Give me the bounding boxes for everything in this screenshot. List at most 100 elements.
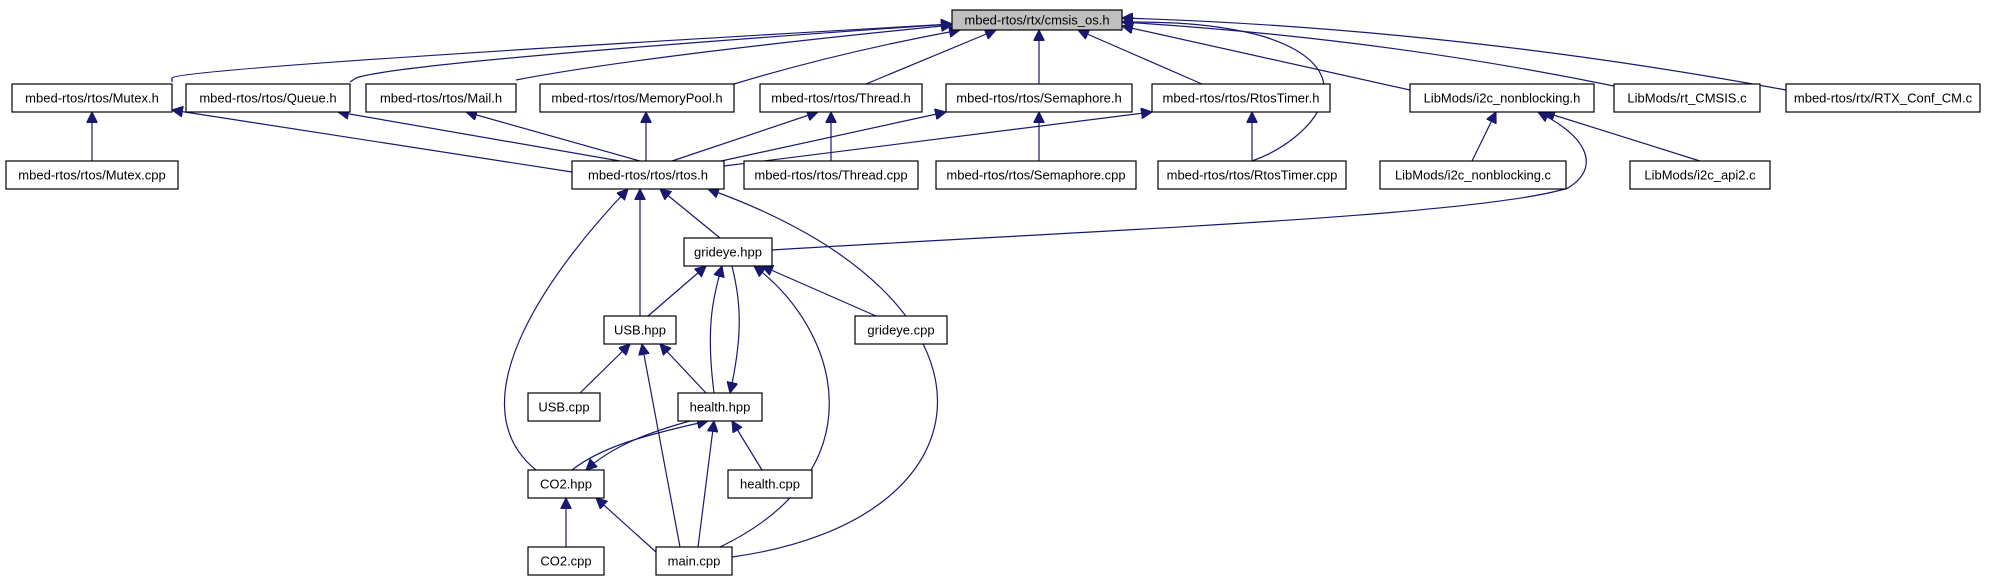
node-i2c-nonblocking-h[interactable]: LibMods/i2c_nonblocking.h <box>1409 83 1595 113</box>
node-label: grideye.cpp <box>867 323 934 338</box>
node-usb-hpp[interactable]: USB.hpp <box>603 315 677 345</box>
edge-co2-hpp-to-rtos-h <box>503 189 628 471</box>
node-i2c-nonblocking-c[interactable]: LibMods/i2c_nonblocking.c <box>1379 160 1567 190</box>
node-box[interactable] <box>743 160 919 190</box>
node-health-cpp[interactable]: health.cpp <box>727 469 813 499</box>
node-box[interactable] <box>1379 160 1567 190</box>
node-label: health.cpp <box>740 477 800 492</box>
node-mutex-cpp[interactable]: mbed-rtos/rtos/Mutex.cpp <box>5 160 179 190</box>
node-box[interactable] <box>854 315 948 345</box>
node-label: LibMods/rt_CMSIS.c <box>1627 91 1747 106</box>
node-box[interactable] <box>571 160 725 190</box>
node-semaphore-h[interactable]: mbed-rtos/rtos/Semaphore.h <box>945 83 1133 113</box>
node-i2c-api2-c[interactable]: LibMods/i2c_api2.c <box>1629 160 1771 190</box>
node-co2-hpp[interactable]: CO2.hpp <box>527 469 605 499</box>
edge-health-cpp-to-health-hpp <box>732 421 763 471</box>
node-label: mbed-rtos/rtx/RTX_Conf_CM.c <box>1794 91 1973 106</box>
node-grideye-hpp[interactable]: grideye.hpp <box>683 237 773 267</box>
edge-main-cpp-to-rtos-h <box>708 189 938 558</box>
node-label: health.hpp <box>690 400 751 415</box>
node-box[interactable] <box>759 83 923 113</box>
edge-rtos-h-to-thread-h <box>671 112 818 162</box>
node-box[interactable] <box>1629 160 1771 190</box>
edge-i2c-api2-c-to-i2c-nonblocking-h <box>1544 112 1701 162</box>
node-usb-cpp[interactable]: USB.cpp <box>527 392 601 422</box>
node-label: mbed-rtos/rtos/RtosTimer.h <box>1162 91 1319 106</box>
edge-memorypool-h-to-cmsis-os-h <box>733 30 960 85</box>
node-box[interactable] <box>185 83 351 113</box>
node-label: mbed-rtos/rtos/Mutex.h <box>25 91 159 106</box>
node-rtostimer-cpp[interactable]: mbed-rtos/rtos/RtosTimer.cpp <box>1157 160 1347 190</box>
node-box[interactable] <box>603 315 677 345</box>
edge-health-hpp-to-grideye-hpp <box>709 266 722 394</box>
edge-rt-cmsis-c-to-cmsis-os-h <box>1122 22 1615 87</box>
node-box[interactable] <box>365 83 517 113</box>
edge-health-hpp-to-co2-hpp <box>586 420 691 470</box>
node-memorypool-h[interactable]: mbed-rtos/rtos/MemoryPool.h <box>539 83 735 113</box>
node-label: LibMods/i2c_nonblocking.c <box>1395 168 1552 183</box>
node-label: CO2.hpp <box>540 477 592 492</box>
edge-main-cpp-to-health-hpp <box>697 421 714 548</box>
edge-grideye-cpp-to-grideye-hpp <box>762 266 877 317</box>
node-layer: mbed-rtos/rtx/cmsis_os.h mbed-rtos/rtos/M… <box>5 9 1981 576</box>
node-label: mbed-rtos/rtos/Thread.cpp <box>754 168 907 183</box>
node-label: main.cpp <box>668 554 721 569</box>
node-box[interactable] <box>1785 83 1981 113</box>
edge-rtos-h-to-rtostimer-h <box>723 112 1152 167</box>
node-box[interactable] <box>655 546 733 576</box>
node-co2-cpp[interactable]: CO2.cpp <box>527 546 605 576</box>
node-rtx-conf-cm-c[interactable]: mbed-rtos/rtx/RTX_Conf_CM.c <box>1785 83 1981 113</box>
node-main-cpp[interactable]: main.cpp <box>655 546 733 576</box>
edge-thread-h-to-cmsis-os-h <box>865 30 996 85</box>
node-box[interactable] <box>539 83 735 113</box>
node-box[interactable] <box>527 392 601 422</box>
node-box[interactable] <box>683 237 773 267</box>
edge-rtos-h-to-mail-h <box>466 112 641 162</box>
node-box[interactable] <box>1613 83 1761 113</box>
node-box[interactable] <box>527 546 605 576</box>
edge-grideye-hpp-to-i2c-nonblocking-h <box>771 112 1587 251</box>
node-rtos-h[interactable]: mbed-rtos/rtos/rtos.h <box>571 160 725 190</box>
node-box[interactable] <box>5 160 179 190</box>
edge-i2c-nonblocking-c-to-i2c-nonblocking-h <box>1471 112 1496 162</box>
node-rt-cmsis-c[interactable]: LibMods/rt_CMSIS.c <box>1613 83 1761 113</box>
edge-main-cpp-to-co2-hpp <box>596 498 657 553</box>
node-label: mbed-rtos/rtos/RtosTimer.cpp <box>1167 168 1338 183</box>
node-label: LibMods/i2c_api2.c <box>1644 168 1756 183</box>
node-mutex-h[interactable]: mbed-rtos/rtos/Mutex.h <box>11 83 173 113</box>
node-box[interactable] <box>1409 83 1595 113</box>
edge-layer <box>92 18 1787 558</box>
node-cmsis-os-h[interactable]: mbed-rtos/rtx/cmsis_os.h <box>951 9 1123 31</box>
node-box[interactable] <box>1151 83 1331 113</box>
node-grideye-cpp[interactable]: grideye.cpp <box>854 315 948 345</box>
node-mail-h[interactable]: mbed-rtos/rtos/Mail.h <box>365 83 517 113</box>
edge-grideye-hpp-to-health-hpp <box>730 265 740 393</box>
node-semaphore-cpp[interactable]: mbed-rtos/rtos/Semaphore.cpp <box>935 160 1137 190</box>
node-label: mbed-rtos/rtx/cmsis_os.h <box>964 13 1109 28</box>
edge-rtostimer-h-to-cmsis-os-h <box>1078 30 1203 85</box>
node-rtostimer-h[interactable]: mbed-rtos/rtos/RtosTimer.h <box>1151 83 1331 113</box>
node-box[interactable] <box>11 83 173 113</box>
node-label: USB.cpp <box>538 400 589 415</box>
node-thread-h[interactable]: mbed-rtos/rtos/Thread.h <box>759 83 923 113</box>
node-box[interactable] <box>951 9 1123 31</box>
node-label: mbed-rtos/rtos/Semaphore.h <box>956 91 1121 106</box>
node-label: grideye.hpp <box>694 245 762 260</box>
node-label: mbed-rtos/rtos/Queue.h <box>199 91 336 106</box>
node-box[interactable] <box>935 160 1137 190</box>
node-box[interactable] <box>677 392 763 422</box>
node-box[interactable] <box>727 469 813 499</box>
node-box[interactable] <box>945 83 1133 113</box>
edge-usb-cpp-to-usb-hpp <box>579 344 630 394</box>
node-label: mbed-rtos/rtos/MemoryPool.h <box>551 91 722 106</box>
node-label: mbed-rtos/rtos/Mutex.cpp <box>18 168 165 183</box>
node-label: USB.hpp <box>614 323 666 338</box>
edge-rtos-h-to-queue-h <box>338 112 621 162</box>
node-box[interactable] <box>1157 160 1347 190</box>
node-health-hpp[interactable]: health.hpp <box>677 392 763 422</box>
node-box[interactable] <box>527 469 605 499</box>
node-queue-h[interactable]: mbed-rtos/rtos/Queue.h <box>185 83 351 113</box>
edge-queue-h-to-cmsis-os-h <box>349 24 952 83</box>
node-thread-cpp[interactable]: mbed-rtos/rtos/Thread.cpp <box>743 160 919 190</box>
node-label: mbed-rtos/rtos/rtos.h <box>588 168 708 183</box>
